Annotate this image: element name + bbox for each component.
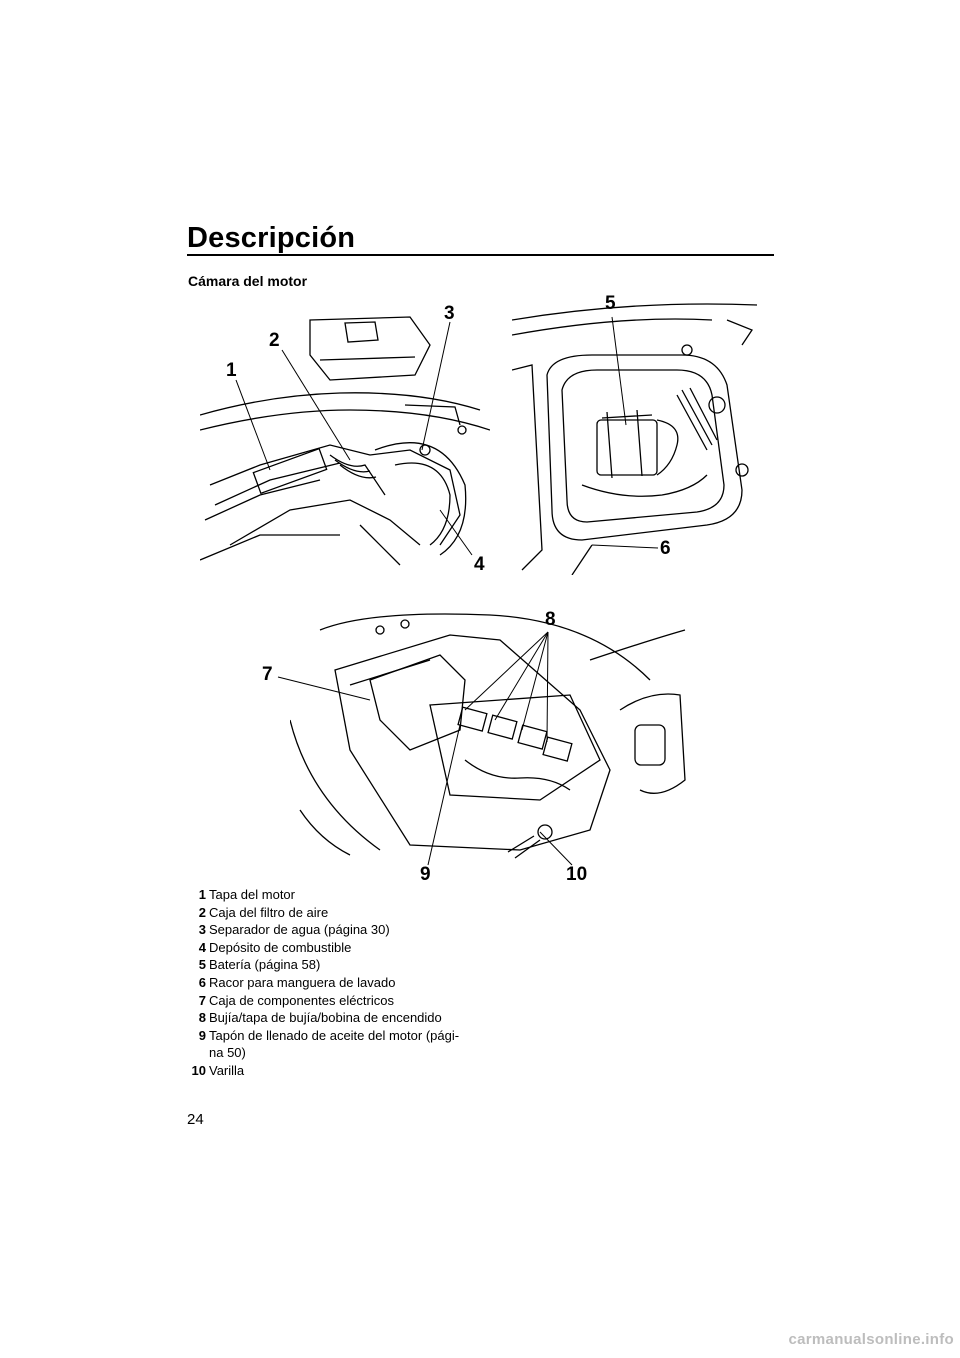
section-heading: Cámara del motor (188, 273, 308, 289)
callout-7: 7 (262, 664, 273, 685)
legend-number: 3 (198, 922, 206, 938)
callout-4: 4 (474, 554, 485, 575)
watermark: carmanualsonline.info (788, 1331, 954, 1348)
legend-number: 1 (198, 887, 206, 902)
leader-lines-bottom (277, 631, 573, 866)
figure-engine-cover (200, 305, 490, 570)
engine-compartment-illustration (290, 613, 686, 859)
legend-label: Varilla (209, 1062, 245, 1078)
legend-number: 7 (198, 992, 206, 1008)
legend-number: 8 (198, 1010, 206, 1026)
page-title: Descripción (187, 222, 356, 254)
legend-label: Tapón de llenado de aceite del motor (pá… (209, 1027, 460, 1061)
callout-10: 10 (566, 864, 588, 885)
callout-5: 5 (605, 293, 616, 314)
legend-label: Tapa del motor (209, 887, 295, 902)
engine-cover-illustration (200, 316, 490, 566)
callout-6: 6 (660, 538, 671, 559)
legend-number: 2 (198, 904, 206, 920)
legend-number: 10 (191, 1062, 206, 1078)
legend-label: Batería (página 58) (209, 957, 321, 973)
legend-label: Racor para manguera de lavado (209, 974, 396, 990)
callout-2: 2 (269, 330, 280, 351)
leader-lines-top-right (591, 316, 659, 549)
legend-label: Separador de agua (página 30) (209, 922, 390, 938)
legend-number: 9 (198, 1027, 206, 1043)
callout-3: 3 (444, 303, 455, 324)
callout-8: 8 (545, 609, 556, 630)
legend-number: 5 (198, 957, 206, 973)
title-rule (187, 254, 774, 256)
leader-lines-top-left (235, 321, 473, 556)
figure-engine-compartment (290, 600, 690, 865)
battery-compartment-illustration (512, 303, 758, 575)
figure-battery-compartment (512, 300, 762, 575)
legend-label: Caja de componentes eléctricos (209, 992, 394, 1008)
legend-label: Bujía/tapa de bujía/bobina de encendido (209, 1010, 442, 1026)
legend-number: 4 (198, 939, 206, 955)
legend-number: 6 (198, 974, 206, 990)
legend-label: Depósito de combustible (209, 939, 352, 955)
callout-9: 9 (420, 864, 431, 885)
page-number: 24 (187, 1111, 204, 1128)
legend-label: Caja del filtro de aire (209, 904, 329, 920)
callout-1: 1 (226, 360, 237, 381)
